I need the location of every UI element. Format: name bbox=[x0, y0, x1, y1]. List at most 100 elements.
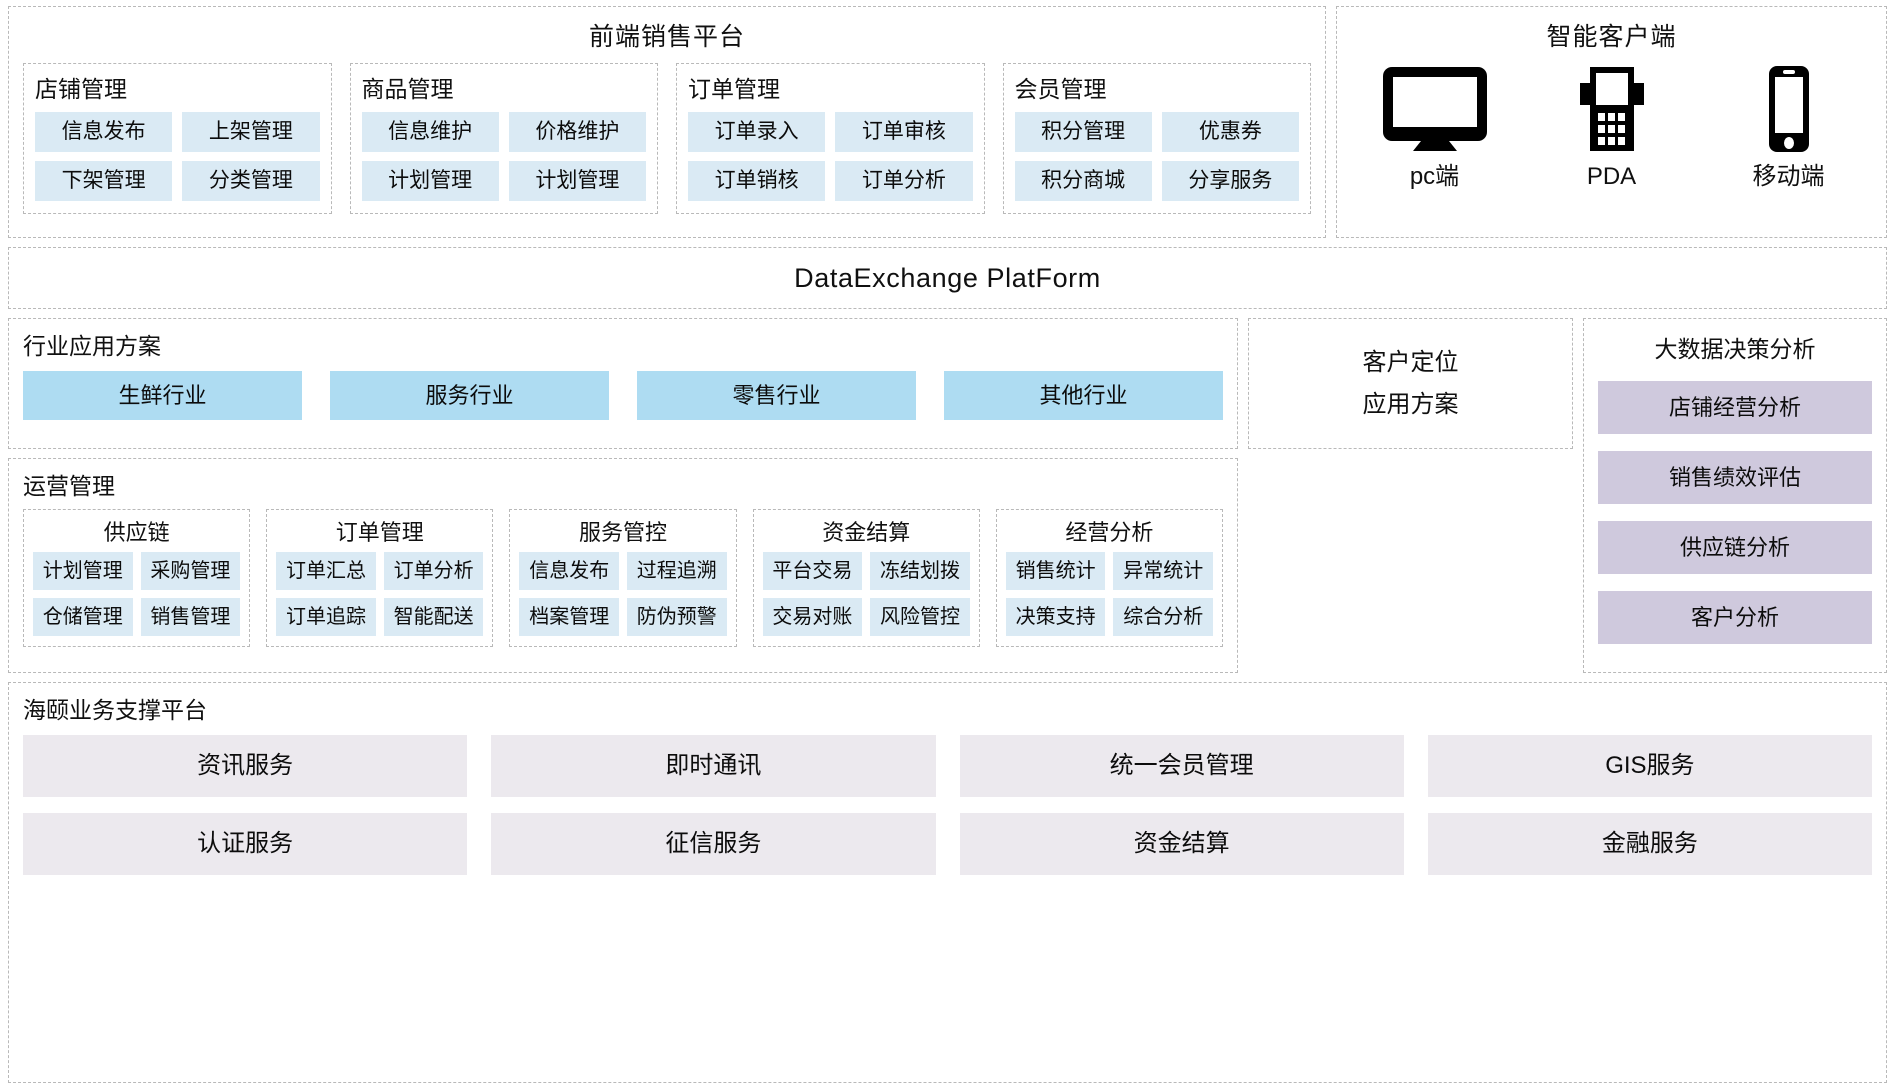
middle-left-column: 行业应用方案 生鲜行业 服务行业 零售行业 其他行业 运营管理 供应链 计划管理… bbox=[8, 318, 1238, 673]
group-items: 订单汇总 订单分析 订单追踪 智能配送 bbox=[276, 552, 484, 636]
chip-item[interactable]: 仓储管理 bbox=[33, 598, 133, 636]
group-title: 经营分析 bbox=[1065, 520, 1154, 545]
device-pc[interactable]: pc端 bbox=[1360, 65, 1510, 197]
middle-center-spacer bbox=[1248, 458, 1573, 673]
group-title: 商品管理 bbox=[361, 76, 454, 102]
chip-item[interactable]: 信息发布 bbox=[35, 112, 173, 152]
chip-item[interactable]: 信息维护 bbox=[361, 112, 499, 152]
device-label: 移动端 bbox=[1752, 163, 1825, 190]
industry-item[interactable]: 其他行业 bbox=[944, 371, 1223, 420]
support-item[interactable]: 认证服务 bbox=[23, 813, 468, 875]
big-data-analysis-title: 大数据决策分析 bbox=[1654, 336, 1816, 362]
device-pda[interactable]: PDA bbox=[1537, 65, 1687, 197]
group-items: 信息维护 价格维护 计划管理 计划管理 bbox=[361, 112, 646, 201]
chip-item[interactable]: 价格维护 bbox=[508, 112, 646, 152]
chip-item[interactable]: 计划管理 bbox=[361, 161, 499, 201]
frontend-group-store-management: 店铺管理 信息发布 上架管理 下架管理 分类管理 bbox=[23, 63, 332, 214]
group-items: 信息发布 过程追溯 档案管理 防伪预警 bbox=[519, 552, 727, 636]
group-title: 会员管理 bbox=[1014, 76, 1107, 102]
middle-center-column: 客户定位 应用方案 bbox=[1248, 318, 1573, 673]
group-items: 销售统计 异常统计 决策支持 综合分析 bbox=[1005, 552, 1214, 636]
industry-item[interactable]: 生鲜行业 bbox=[23, 371, 302, 420]
chip-item[interactable]: 计划管理 bbox=[508, 161, 646, 201]
chip-item[interactable]: 上架管理 bbox=[182, 112, 320, 152]
chip-item[interactable]: 风险管控 bbox=[870, 598, 970, 636]
frontend-group-product-management: 商品管理 信息维护 价格维护 计划管理 计划管理 bbox=[349, 63, 658, 214]
chip-item[interactable]: 订单汇总 bbox=[276, 552, 376, 590]
support-item[interactable]: 金融服务 bbox=[1427, 813, 1872, 875]
support-item[interactable]: 征信服务 bbox=[491, 813, 936, 875]
chip-item[interactable]: 综合分析 bbox=[1113, 598, 1214, 636]
support-item[interactable]: GIS服务 bbox=[1427, 735, 1872, 797]
chip-item[interactable]: 订单销核 bbox=[688, 161, 826, 201]
chip-item[interactable]: 过程追溯 bbox=[627, 552, 727, 590]
chip-item[interactable]: 积分商城 bbox=[1014, 161, 1152, 201]
device-label: pc端 bbox=[1409, 163, 1460, 190]
operations-group-list: 供应链 计划管理 采购管理 仓储管理 销售管理 订单管理 订单汇总 订单分析 bbox=[23, 509, 1224, 647]
big-data-item[interactable]: 销售绩效评估 bbox=[1598, 451, 1872, 504]
big-data-analysis-panel: 大数据决策分析 店铺经营分析 销售绩效评估 供应链分析 客户分析 bbox=[1583, 318, 1887, 673]
frontend-group-list: 店铺管理 信息发布 上架管理 下架管理 分类管理 商品管理 信息维护 价格维护 … bbox=[23, 63, 1311, 214]
group-items: 信息发布 上架管理 下架管理 分类管理 bbox=[35, 112, 320, 201]
big-data-item[interactable]: 店铺经营分析 bbox=[1598, 381, 1872, 434]
chip-item[interactable]: 分享服务 bbox=[1161, 161, 1299, 201]
industry-item[interactable]: 零售行业 bbox=[637, 371, 916, 420]
chip-item[interactable]: 决策支持 bbox=[1005, 598, 1106, 636]
top-row: 前端销售平台 店铺管理 信息发布 上架管理 下架管理 分类管理 商品管理 信息维… bbox=[8, 6, 1887, 238]
chip-item[interactable]: 优惠券 bbox=[1161, 112, 1299, 152]
industry-item[interactable]: 服务行业 bbox=[330, 371, 609, 420]
chip-item[interactable]: 销售管理 bbox=[140, 598, 241, 636]
support-item[interactable]: 统一会员管理 bbox=[959, 735, 1404, 797]
frontend-platform-title: 前端销售平台 bbox=[588, 23, 745, 51]
chip-item[interactable]: 订单分析 bbox=[383, 552, 484, 590]
chip-item[interactable]: 计划管理 bbox=[33, 552, 133, 590]
chip-item[interactable]: 冻结划拨 bbox=[870, 552, 970, 590]
group-title: 资金结算 bbox=[822, 520, 911, 545]
support-item[interactable]: 资金结算 bbox=[959, 813, 1404, 875]
support-platform-title: 海颐业务支撑平台 bbox=[23, 697, 207, 723]
chip-item[interactable]: 订单追踪 bbox=[276, 598, 376, 636]
frontend-sales-platform-panel: 前端销售平台 店铺管理 信息发布 上架管理 下架管理 分类管理 商品管理 信息维… bbox=[8, 6, 1326, 238]
operations-group-fund-settlement: 资金结算 平台交易 冻结划拨 交易对账 风险管控 bbox=[752, 509, 980, 647]
operations-management-title: 运营管理 bbox=[23, 473, 115, 499]
chip-item[interactable]: 平台交易 bbox=[762, 552, 863, 590]
chip-item[interactable]: 下架管理 bbox=[35, 161, 173, 201]
operations-group-order-management: 订单管理 订单汇总 订单分析 订单追踪 智能配送 bbox=[266, 509, 494, 647]
group-items: 平台交易 冻结划拨 交易对账 风险管控 bbox=[762, 552, 970, 636]
group-items: 积分管理 优惠券 积分商城 分享服务 bbox=[1014, 112, 1299, 201]
group-items: 计划管理 采购管理 仓储管理 销售管理 bbox=[33, 552, 241, 636]
chip-item[interactable]: 订单录入 bbox=[688, 112, 826, 152]
chip-item[interactable]: 异常统计 bbox=[1113, 552, 1214, 590]
group-title: 订单管理 bbox=[688, 76, 780, 102]
chip-item[interactable]: 交易对账 bbox=[762, 598, 863, 636]
chip-item[interactable]: 防伪预警 bbox=[627, 598, 727, 636]
monitor-icon bbox=[1381, 65, 1489, 153]
big-data-item[interactable]: 供应链分析 bbox=[1598, 521, 1872, 574]
chip-item[interactable]: 订单分析 bbox=[835, 161, 973, 201]
group-title: 服务管控 bbox=[579, 520, 668, 545]
chip-item[interactable]: 分类管理 bbox=[182, 161, 320, 201]
support-item[interactable]: 资讯服务 bbox=[23, 735, 468, 797]
group-title: 订单管理 bbox=[335, 520, 424, 545]
chip-item[interactable]: 销售统计 bbox=[1005, 552, 1106, 590]
operations-group-business-analysis: 经营分析 销售统计 异常统计 决策支持 综合分析 bbox=[995, 509, 1224, 647]
device-mobile[interactable]: 移动端 bbox=[1714, 65, 1864, 197]
chip-item[interactable]: 积分管理 bbox=[1014, 112, 1152, 152]
smart-client-title: 智能客户端 bbox=[1546, 23, 1677, 51]
chip-item[interactable]: 档案管理 bbox=[519, 598, 619, 636]
chip-item[interactable]: 采购管理 bbox=[140, 552, 241, 590]
customer-positioning-line2: 应用方案 bbox=[1362, 390, 1459, 418]
big-data-item[interactable]: 客户分析 bbox=[1598, 591, 1872, 644]
chip-item[interactable]: 信息发布 bbox=[519, 552, 619, 590]
operations-group-service-control: 服务管控 信息发布 过程追溯 档案管理 防伪预警 bbox=[509, 509, 737, 647]
middle-row: 行业应用方案 生鲜行业 服务行业 零售行业 其他行业 运营管理 供应链 计划管理… bbox=[8, 318, 1887, 673]
chip-item[interactable]: 订单审核 bbox=[835, 112, 973, 152]
group-title: 供应链 bbox=[103, 520, 170, 545]
support-item[interactable]: 即时通讯 bbox=[491, 735, 936, 797]
customer-positioning-line1: 客户定位 bbox=[1362, 348, 1459, 376]
customer-positioning-panel: 客户定位 应用方案 bbox=[1248, 318, 1573, 449]
device-label: PDA bbox=[1586, 163, 1637, 190]
chip-item[interactable]: 智能配送 bbox=[383, 598, 484, 636]
industry-solutions-panel: 行业应用方案 生鲜行业 服务行业 零售行业 其他行业 bbox=[8, 318, 1238, 449]
